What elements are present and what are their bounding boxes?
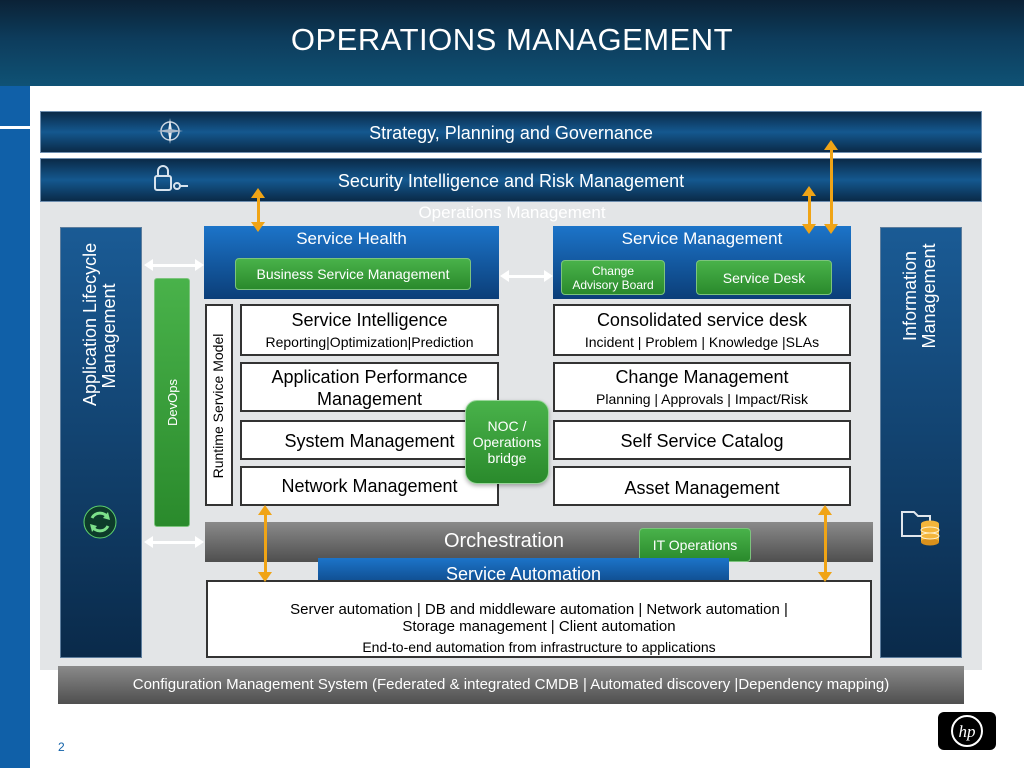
- noc-operations-bridge: NOC / Operations bridge: [465, 400, 549, 484]
- apm-line1: Application Performance: [271, 367, 468, 387]
- header-bar: [0, 0, 1024, 86]
- runtime-service-model: Runtime Service Model: [205, 304, 233, 506]
- lock-key-icon: [150, 162, 190, 198]
- service-intelligence-box: Service Intelligence Reporting|Optimizat…: [240, 304, 499, 356]
- automation-details-box: Server automation | DB and middleware au…: [206, 580, 872, 658]
- info-label-line1: Information: [900, 250, 920, 342]
- system-management-box: System Management: [240, 420, 499, 460]
- automation-line2: Storage management | Client automation: [402, 618, 676, 635]
- consolidated-subtitle: Incident | Problem | Knowledge |SLAs: [584, 334, 820, 350]
- devops-label: DevOps: [164, 379, 180, 426]
- service-management-title: Service Management: [621, 229, 783, 248]
- consolidated-service-desk-box: Consolidated service desk Incident | Pro…: [553, 304, 851, 356]
- noc-line3: bridge: [487, 450, 527, 466]
- folder-database-icon: [898, 502, 944, 548]
- consolidated-title: Consolidated service desk: [596, 310, 808, 330]
- strategy-label: Strategy, Planning and Governance: [369, 123, 653, 143]
- it-operations-button[interactable]: IT Operations: [639, 528, 751, 562]
- noc-line1: NOC /: [487, 418, 527, 434]
- security-band: Security Intelligence and Risk Managemen…: [40, 158, 982, 202]
- change-management-title: Change Management: [615, 367, 789, 387]
- hp-logo-icon: hp: [938, 712, 996, 750]
- change-management-box: Change Management Planning | Approvals |…: [553, 362, 851, 412]
- devops-bar: DevOps: [154, 278, 190, 527]
- apm-line2: Management: [316, 389, 423, 409]
- business-service-management-button[interactable]: Business Service Management: [235, 258, 471, 290]
- compass-icon: [156, 117, 184, 145]
- cab-line1: Change: [591, 263, 635, 278]
- page-number: 2: [58, 740, 65, 754]
- information-management-column: Information Management: [880, 227, 962, 658]
- orchestration-title: Orchestration: [443, 530, 565, 552]
- asset-management-box: Asset Management: [553, 466, 851, 506]
- alm-label: Application Lifecycle Management: [80, 242, 121, 406]
- service-intelligence-subtitle: Reporting|Optimization|Prediction: [265, 334, 474, 350]
- apm-box: Application Performance Management: [240, 362, 499, 412]
- svg-text:hp: hp: [959, 722, 976, 741]
- page-title: OPERATIONS MANAGEMENT: [290, 22, 734, 57]
- cab-line2: Advisory Board: [572, 277, 654, 292]
- automation-line3: End-to-end automation from infrastructur…: [362, 639, 716, 655]
- self-service-catalog-box: Self Service Catalog: [553, 420, 851, 460]
- alm-column: Application Lifecycle Management: [60, 227, 142, 658]
- alm-label-line2: Management: [99, 283, 119, 389]
- network-management-box: Network Management: [240, 466, 499, 506]
- operations-management-label: Operations Management: [418, 203, 606, 222]
- info-label: Information Management: [900, 226, 941, 366]
- service-intelligence-title: Service Intelligence: [291, 310, 448, 330]
- service-desk-button[interactable]: Service Desk: [696, 260, 832, 295]
- orchestration-bar: Orchestration: [205, 522, 873, 562]
- change-management-subtitle: Planning | Approvals | Impact/Risk: [596, 391, 808, 407]
- security-label: Security Intelligence and Risk Managemen…: [337, 171, 685, 191]
- info-label-line2: Management: [919, 243, 939, 349]
- service-health-title: Service Health: [296, 229, 407, 248]
- noc-line2: Operations: [472, 434, 542, 450]
- left-accent-bar: [0, 86, 30, 768]
- recycle-icon: [80, 500, 120, 544]
- runtime-label: Runtime Service Model: [210, 333, 226, 479]
- alm-label-line1: Application Lifecycle: [80, 242, 100, 406]
- automation-line1: Server automation | DB and middleware au…: [290, 601, 788, 618]
- cms-bar: Configuration Management System (Federat…: [58, 666, 964, 704]
- left-accent-tick: [0, 126, 30, 129]
- change-advisory-board-button[interactable]: Change Advisory Board: [561, 260, 665, 295]
